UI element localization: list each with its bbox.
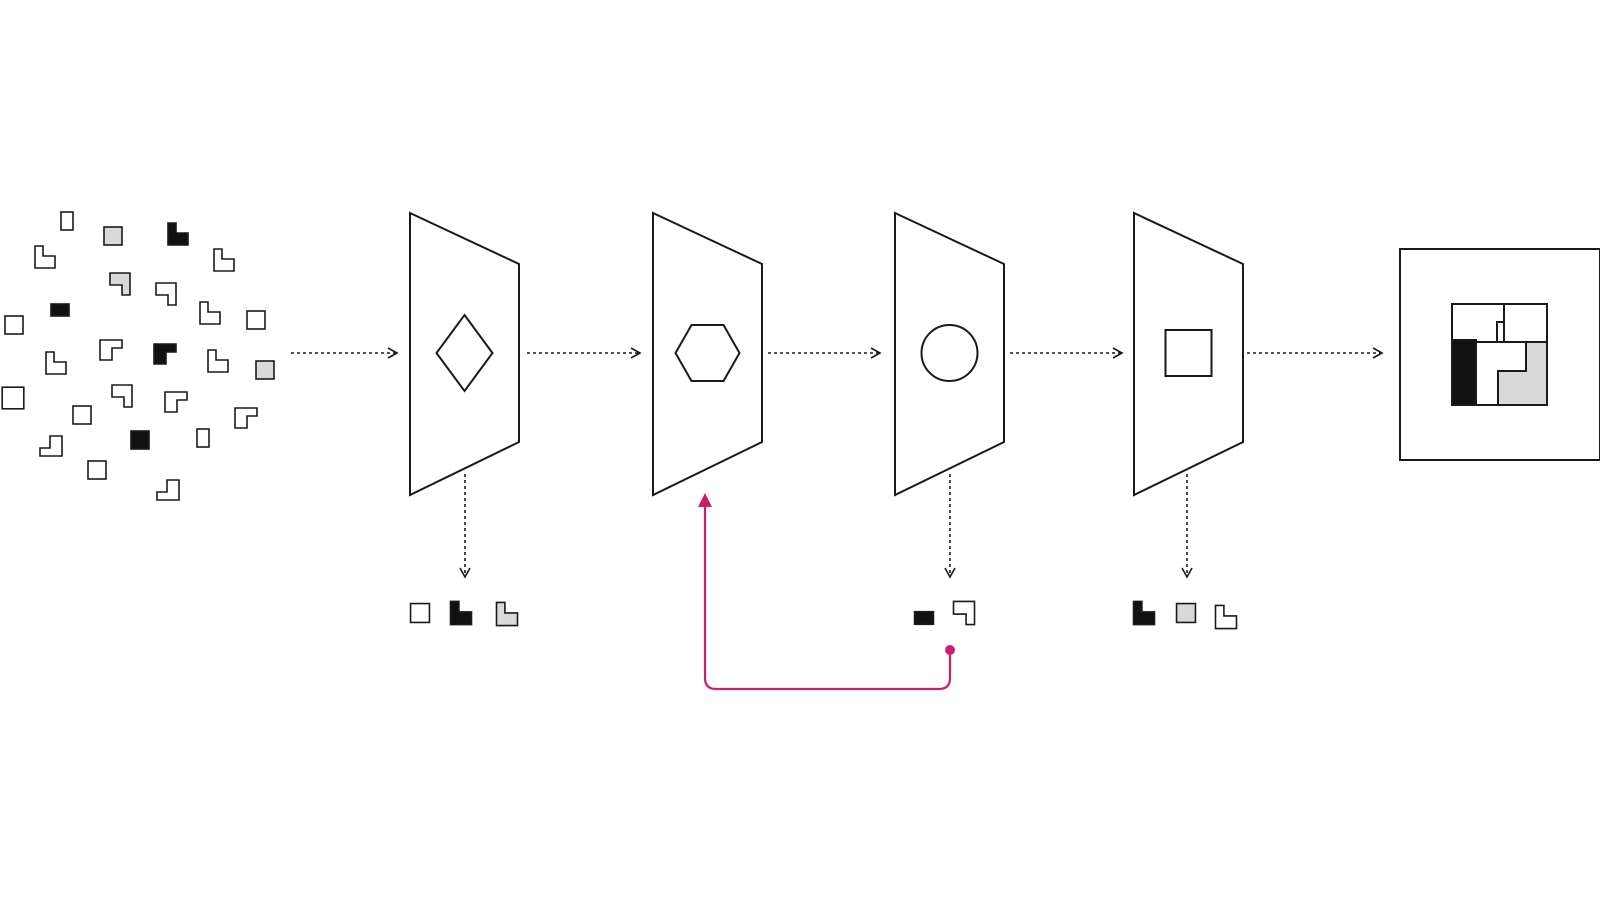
source-cluster [1, 211, 275, 501]
piece-rect-wide [50, 303, 70, 317]
piece-L [952, 600, 976, 626]
feedback-arrow [698, 493, 952, 691]
piece-L [207, 349, 229, 373]
piece-square [1175, 602, 1197, 624]
funnel-outline [894, 211, 1005, 497]
piece-square [87, 460, 107, 480]
piece-square [255, 360, 275, 380]
funnel-outline [1133, 211, 1244, 497]
piece-square [246, 310, 266, 330]
piece-square [1, 386, 25, 410]
stage-4-funnel [1133, 211, 1244, 497]
piece-L [449, 600, 473, 626]
piece-square [103, 226, 123, 246]
piece-square [130, 430, 150, 450]
result-cell-bottom-right [1497, 341, 1548, 406]
piece-square [409, 602, 431, 624]
piece-L [156, 479, 180, 501]
stage-4-outputs [1132, 474, 1238, 630]
piece-L [153, 343, 177, 365]
result-cell-top-right [1503, 303, 1548, 343]
piece-L [1214, 604, 1238, 630]
piece-L [109, 272, 131, 296]
hexagon-symbol [674, 324, 741, 382]
piece-square [4, 315, 24, 335]
result-cell-top-left [1451, 303, 1505, 343]
circle-symbol [920, 324, 979, 382]
diamond-symbol [435, 313, 494, 393]
funnel-outline [652, 211, 763, 497]
piece-L [99, 339, 123, 361]
piece-L [111, 384, 133, 408]
square-symbol [1164, 329, 1213, 377]
result-panel [1399, 248, 1600, 461]
piece-L [1132, 600, 1156, 626]
piece-L [199, 301, 221, 325]
piece-L [45, 351, 67, 375]
stage-1-funnel [409, 211, 520, 497]
stage-funnels [409, 211, 1244, 497]
piece-L [213, 248, 235, 272]
piece-L [167, 222, 189, 246]
feedback-start-dot [945, 645, 955, 655]
stage-3-funnel [894, 211, 1005, 497]
piece-L [164, 391, 188, 413]
stage-3-outputs [913, 474, 976, 626]
piece-L [495, 601, 519, 627]
feedback-loop [698, 493, 955, 691]
piece-L [234, 407, 258, 429]
result-cell-left-bar [1451, 339, 1477, 406]
stage-outputs [409, 474, 1238, 630]
piece-square [72, 405, 92, 425]
piece-rect-tall [60, 211, 74, 231]
piece-L [39, 435, 63, 457]
piece-rect-tall [196, 428, 210, 448]
piece-L [155, 282, 177, 306]
stage-1-outputs [409, 474, 519, 627]
piece-rect-wide [913, 610, 935, 626]
piece-L [34, 245, 56, 269]
funnel-outline [409, 211, 520, 497]
stage-2-funnel [652, 211, 763, 497]
